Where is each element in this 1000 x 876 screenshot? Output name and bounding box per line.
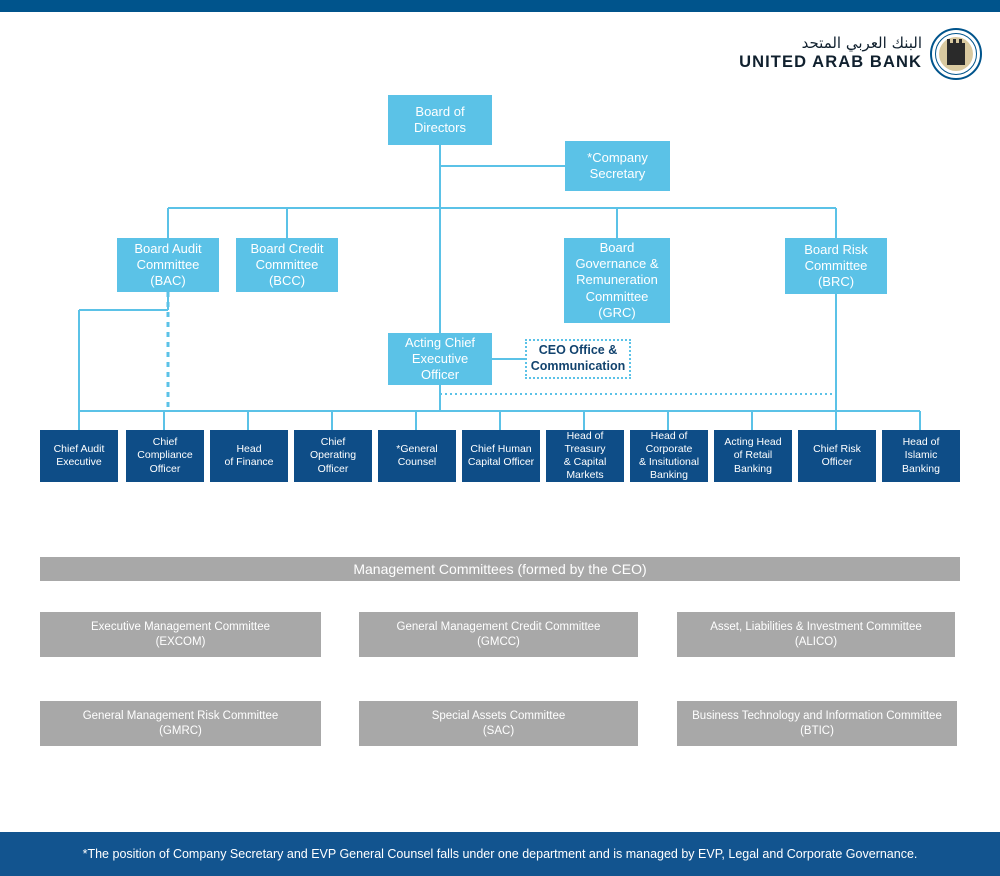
logo-latin-name: UNITED ARAB BANK	[739, 53, 922, 72]
committee-gmrc[interactable]: General Management Risk Committee(GMRC)	[40, 701, 321, 746]
committee-sac[interactable]: Special Assets Committee(SAC)	[359, 701, 638, 746]
footer-note-text: *The position of Company Secretary and E…	[82, 847, 918, 861]
node-ceo-office-communication[interactable]: CEO Office &Communication	[525, 339, 631, 379]
logo-text-block: البنك العربي المتحد UNITED ARAB BANK	[739, 36, 922, 71]
committee-excom[interactable]: Executive Management Committee(EXCOM)	[40, 612, 321, 657]
footer-note: *The position of Company Secretary and E…	[0, 832, 1000, 876]
committee-alico[interactable]: Asset, Liabilities & Investment Committe…	[677, 612, 955, 657]
emblem-tower-shape	[947, 39, 965, 65]
committee-btic[interactable]: Business Technology and Information Comm…	[677, 701, 957, 746]
logo-arabic-name: البنك العربي المتحد	[801, 34, 922, 53]
committee-gmcc[interactable]: General Management Credit Committee(GMCC…	[359, 612, 638, 657]
emblem-ring	[935, 33, 977, 75]
top-accent-bar	[0, 0, 1000, 12]
management-committees-header: Management Committees (formed by the CEO…	[40, 557, 960, 581]
tower-emblem-icon	[930, 28, 982, 80]
brand-logo: البنك العربي المتحد UNITED ARAB BANK	[739, 28, 982, 80]
